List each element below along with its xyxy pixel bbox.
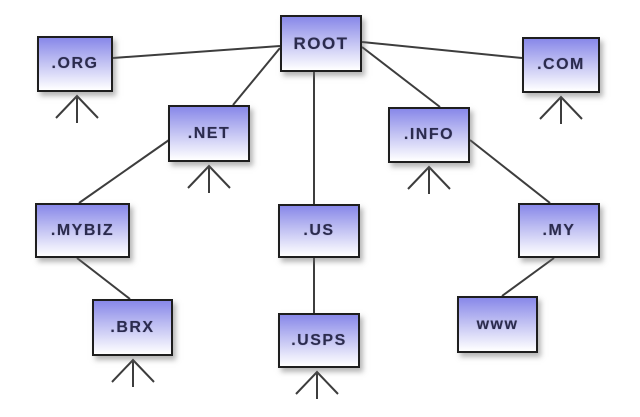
node-box-usps: .USPS (278, 313, 360, 368)
node-box-my: .MY (518, 203, 600, 258)
more-children-arrow-icon-usps (295, 370, 339, 399)
node-box-info: .INFO (388, 107, 470, 163)
node-label-info: .INFO (403, 126, 455, 143)
more-children-arrow-icon-org (55, 94, 99, 123)
node-label-www: www (476, 315, 519, 333)
node-box-www: www (457, 296, 538, 353)
node-box-net: .NET (168, 105, 250, 162)
edge-mybiz-brx (76, 257, 131, 300)
edge-my-www (501, 257, 555, 297)
node-box-root: ROOT (280, 15, 362, 72)
node-label-usps: .USPS (291, 331, 347, 349)
node-label-net: .NET (187, 124, 231, 142)
more-children-arrow-icon-com (539, 95, 583, 124)
node-label-us: .US (303, 222, 335, 239)
node-box-us: .US (278, 204, 360, 258)
edge-net-mybiz (78, 139, 170, 204)
edge-root-net (232, 47, 281, 106)
node-label-mybiz: .MYBIZ (50, 221, 115, 239)
more-children-arrow-icon-net (187, 164, 231, 193)
node-box-com: .COM (522, 37, 600, 93)
node-label-brx: .BRX (110, 318, 155, 336)
edge-root-info (361, 46, 441, 108)
node-label-com: .COM (537, 56, 585, 73)
edge-root-com (361, 41, 523, 59)
node-label-org: .ORG (51, 55, 99, 72)
more-children-arrow-icon-info (407, 165, 451, 194)
edge-root-org (112, 45, 281, 59)
node-box-mybiz: .MYBIZ (35, 203, 130, 258)
node-box-org: .ORG (37, 36, 113, 92)
node-label-root: ROOT (293, 33, 349, 53)
node-label-my: .MY (542, 221, 576, 239)
more-children-arrow-icon-brx (111, 358, 155, 387)
node-box-brx: .BRX (92, 299, 173, 356)
edge-info-my (469, 139, 551, 204)
